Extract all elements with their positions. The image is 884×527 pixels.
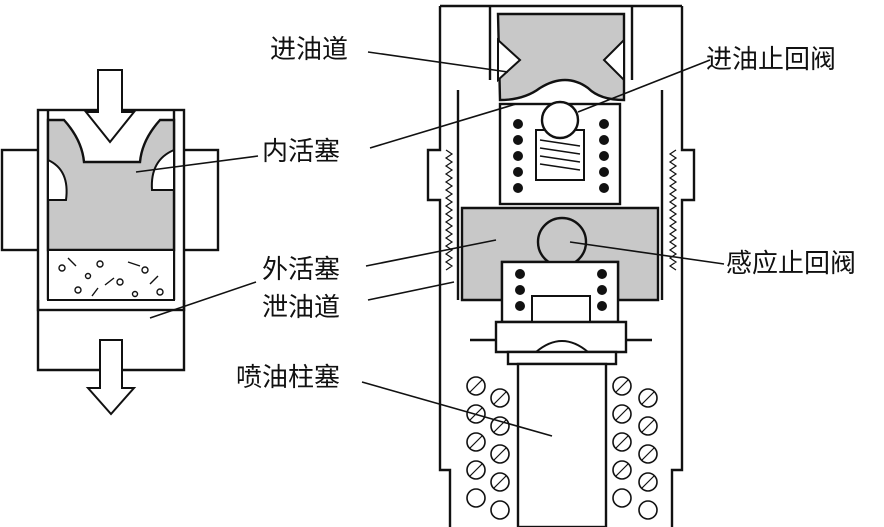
label-inner-piston: 内活塞	[262, 137, 340, 167]
inner-piston-shape	[46, 118, 176, 252]
plunger-return-spring	[466, 376, 658, 520]
threads	[444, 149, 678, 271]
upper-valve-spring	[539, 139, 581, 171]
label-sensing-check-valve: 感应止回阀	[726, 249, 856, 279]
labels: 进油道 内活塞 外活塞 泄油道 喷油柱塞 进油止回阀 感应止回阀	[236, 35, 856, 393]
label-inlet-passage: 进油道	[270, 35, 348, 65]
housing-left-wall	[426, 6, 452, 527]
leader-lines	[135, 51, 725, 437]
fluid-particles	[58, 257, 164, 298]
plunger-head	[506, 350, 618, 366]
label-inlet-check-valve: 进油止回阀	[706, 45, 836, 75]
upper-check-ball	[540, 100, 580, 140]
lower-spring-coils	[515, 269, 607, 311]
label-plunger: 喷油柱塞	[236, 363, 340, 393]
sensing-check-ball	[536, 216, 588, 268]
label-drain-passage: 泄油道	[262, 293, 340, 323]
arrow-down-icon	[85, 339, 137, 416]
housing-right-wall	[670, 6, 696, 527]
detailed-injector	[426, 4, 696, 527]
fluid-chamber-left	[47, 249, 175, 301]
plunger-shaft	[516, 362, 608, 527]
upper-outer-spring-coils	[513, 119, 609, 193]
label-outer-piston: 外活塞	[262, 255, 340, 285]
arrow-down-icon	[83, 69, 137, 144]
simplified-schematic	[0, 69, 220, 416]
